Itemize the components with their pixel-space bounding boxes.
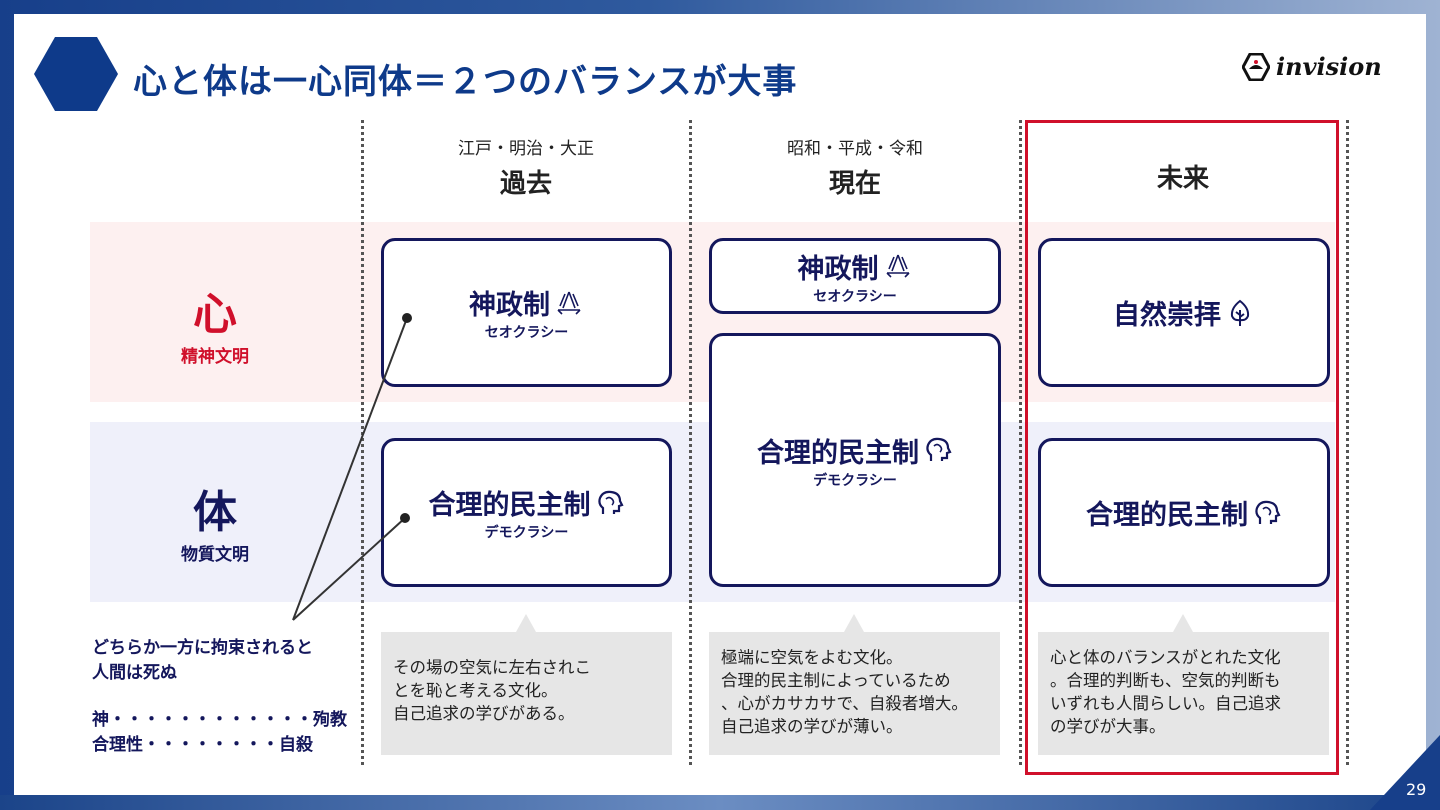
footer-band (0, 795, 1440, 810)
box-subtitle: セオクラシー (484, 325, 569, 341)
box-subtitle: デモクラシー (484, 525, 569, 541)
period: 未来 (1156, 164, 1209, 194)
divider (1346, 120, 1349, 765)
row-main: 体 (193, 487, 237, 538)
pair-right: 殉教 (313, 710, 347, 730)
callout-line: 合理的民主制によっているため (721, 671, 951, 690)
page-number: 29 (1406, 780, 1427, 799)
row-label-body: 体 物質文明 (90, 476, 340, 565)
box-title: 神政制 (469, 290, 550, 321)
callout-line: 、心がカサカサで、自殺者増大。 (721, 694, 968, 713)
column-header-past: 江戸・明治・大正過去 (376, 134, 676, 200)
logo: invision (1242, 52, 1382, 81)
connector-dot (402, 313, 412, 323)
callout-line: 極端に空気をよむ文化。 (721, 648, 903, 667)
box-subtitle: セオクラシー (813, 288, 897, 305)
future-highlight-frame (1025, 120, 1339, 775)
logo-text: invision (1276, 52, 1382, 81)
callout-line: いずれも人間らしい。自己追求 (1050, 694, 1281, 713)
callout-line: 自己追求の学びが薄い。 (721, 717, 903, 736)
connector-dot (400, 513, 410, 523)
callout-present: 極端に空気をよむ文化。合理的民主制によっているため、心がカサカサで、自殺者増大。… (709, 614, 1000, 755)
box-past-theocracy: 神政制 セオクラシー (381, 238, 672, 387)
note-pair: 神・・・・・・・・・・・・殉教 (92, 708, 347, 733)
callout-line: 心と体のバランスがとれた文化 (1050, 648, 1281, 667)
box-title: 合理的民主制 (1086, 500, 1248, 531)
connector-line (292, 317, 408, 621)
divider (689, 120, 692, 765)
callout-future: 心と体のバランスがとれた文化。合理的判断も、空気的判断もいずれも人間らしい。自己… (1038, 614, 1329, 755)
box-subtitle: デモクラシー (813, 472, 897, 489)
box-past-democracy: 合理的民主制 デモクラシー (381, 438, 672, 587)
row-sub: 精神文明 (181, 347, 249, 367)
box-title: 合理的民主制 (428, 490, 591, 521)
callout-line: 。合理的判断も、空気的判断も (1050, 671, 1281, 690)
box-title: 合理的民主制 (757, 437, 919, 469)
row-main: 心 (193, 289, 237, 340)
callout-line: 自己追求の学びがある。 (393, 704, 575, 723)
box-future-nature-worship: 自然崇拝 (1038, 238, 1330, 387)
note: どちらか一方に拘束されると 人間は死ぬ 神・・・・・・・・・・・・殉教 合理性・… (92, 636, 347, 758)
era: 昭和・平成・令和 (787, 139, 923, 159)
callout-line: とを恥と考える文化。 (393, 681, 558, 700)
row-label-heart: 心 精神文明 (90, 278, 340, 367)
box-title: 神政制 (797, 253, 879, 285)
box-present-theocracy: 神政制 セオクラシー (709, 238, 1001, 314)
logo-icon (1242, 52, 1270, 81)
connector-line (292, 517, 406, 621)
pair-right: 自殺 (279, 735, 313, 755)
era: 江戸・明治・大正 (458, 139, 594, 159)
note-pair: 合理性・・・・・・・・自殺 (92, 733, 347, 758)
period: 過去 (499, 169, 552, 199)
divider (1019, 120, 1022, 765)
note-line: 人間は死ぬ (92, 663, 177, 683)
row-sub: 物質文明 (181, 545, 249, 565)
pair-left: 神・・・・・・・・・・・・ (92, 710, 313, 730)
box-title: 自然崇拝 (1113, 300, 1221, 331)
note-line: どちらか一方に拘束されると (92, 638, 313, 658)
callout-line: の学びが大事。 (1050, 717, 1166, 736)
column-header-present: 昭和・平成・令和現在 (705, 134, 1005, 200)
period: 現在 (828, 169, 881, 199)
column-header-future: 未来 (1033, 134, 1333, 195)
pair-left: 合理性・・・・・・・・ (92, 735, 279, 755)
callout-past: その場の空気に左右されことを恥と考える文化。自己追求の学びがある。 (381, 614, 672, 755)
box-future-democracy: 合理的民主制 (1038, 438, 1330, 587)
slide-title: 心と体は一心同体＝２つのバランスが大事 (133, 62, 798, 102)
callout-line: その場の空気に左右されこ (393, 658, 591, 677)
divider (361, 120, 364, 765)
box-present-democracy: 合理的民主制 デモクラシー (709, 333, 1001, 587)
